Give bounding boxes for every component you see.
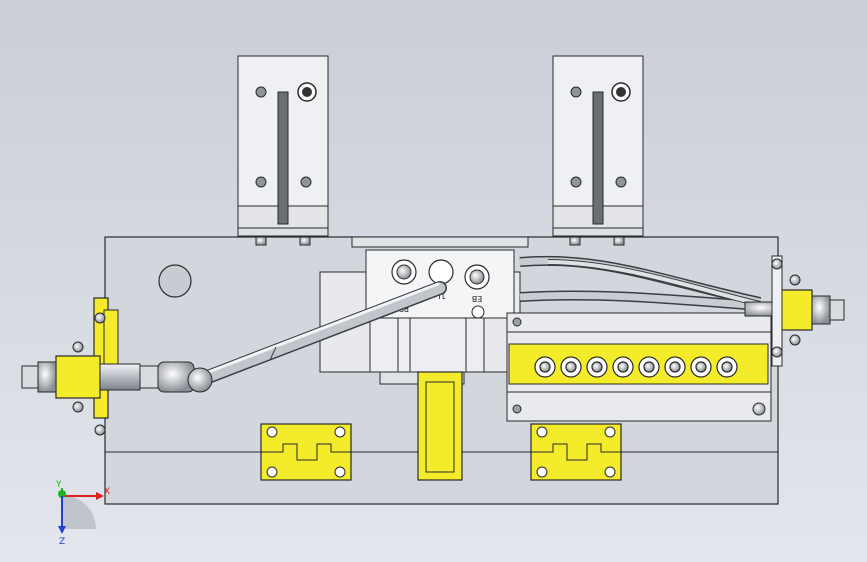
cable-gland-row [534, 356, 738, 378]
y-axis-label: Y [55, 480, 62, 490]
left-fitting-assembly [21, 297, 213, 436]
right-fitting-block [744, 255, 845, 367]
z-axis-label: Z [59, 537, 65, 547]
diagonal-pipe [193, 281, 447, 387]
connector-plate [506, 312, 772, 422]
valve-marking-right: EB [472, 294, 483, 303]
valve-marking-middle: 1L [436, 291, 446, 300]
curved-pipes [519, 255, 762, 311]
mounting-bracket-left [237, 55, 329, 237]
hinge-left [260, 423, 352, 481]
coordinate-triad-icon: X Y Z [55, 480, 110, 547]
hinge-right [530, 423, 622, 481]
mounting-bracket-right [552, 55, 644, 237]
solenoid-coil [417, 371, 463, 481]
bracket-bolts [255, 236, 625, 246]
x-axis-label: X [104, 487, 110, 497]
